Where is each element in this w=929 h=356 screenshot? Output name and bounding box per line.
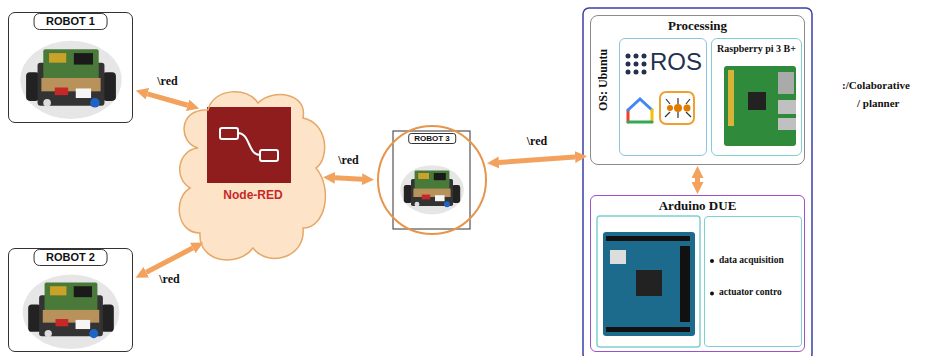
link-label: \red: [525, 135, 549, 149]
ros-dots: [626, 70, 631, 75]
node-title: Arduino DUE: [659, 199, 737, 214]
raspberry-board: [778, 118, 796, 130]
robot-photo: [400, 165, 464, 214]
ant-icon: [674, 104, 682, 112]
node-title: ROS: [650, 48, 702, 76]
photo-frame: [597, 216, 700, 347]
ros-dots: [626, 54, 647, 75]
node-title: ROBOT 1: [33, 13, 108, 30]
arduino-board: [636, 270, 662, 296]
arduino-board: [603, 232, 695, 336]
ros-dots: [626, 62, 631, 67]
node-red-logo: [238, 133, 260, 155]
raspberry-board: [778, 100, 796, 114]
side-note: :/Colaborative: [842, 79, 910, 92]
home-icon: [628, 99, 652, 122]
robot-box: ROBOT 2: [8, 248, 133, 352]
link-label: \red: [157, 273, 181, 287]
ant-icon: [660, 92, 694, 124]
processing-box: ProcessingOS: Ubuntu ROS Raspberry pi 3 B+: [590, 15, 805, 165]
arduino-board: [606, 236, 690, 241]
node-red-logo: [207, 107, 291, 183]
side-note: / planner: [857, 97, 899, 110]
robot-photo: [20, 41, 121, 119]
raspberry-board: [748, 92, 766, 110]
robot-box: ROBOT 1: [8, 12, 133, 123]
cloud-node: Node-RED: [178, 88, 328, 266]
node-red-logo: [220, 128, 238, 139]
link-arrow: [147, 94, 187, 105]
ros-dots: [634, 54, 639, 59]
cloud-outline: [178, 88, 328, 266]
home-icon: [628, 99, 652, 110]
arduino-board: [680, 246, 690, 322]
node-title: Node-RED: [223, 189, 282, 203]
raspberry-board: [778, 72, 794, 94]
bullet-dots: [710, 259, 714, 296]
link-arrow: [146, 248, 192, 272]
robot-circle: ROBOT 3: [377, 125, 487, 235]
link-arrow: [335, 178, 362, 179]
link-arrow: [695, 178, 700, 182]
hardware-box: Raspberry pi 3 B+: [711, 38, 802, 156]
link-label: \red: [336, 154, 360, 168]
cloud-outline: [179, 92, 325, 260]
bullet-dots: [710, 259, 714, 263]
home-icon: [627, 110, 630, 122]
raspberry-board: [728, 70, 734, 126]
node-title: data acquisition: [719, 255, 784, 266]
software-box: ROS: [619, 38, 707, 156]
node-title: ROBOT 2: [33, 249, 108, 266]
bullet-dots: [710, 292, 714, 296]
ant-icon: [684, 105, 691, 112]
node-red-logo: [207, 107, 291, 183]
home-icon: [628, 121, 652, 124]
ros-dots: [642, 62, 647, 67]
controller-box: Arduino DUE data acquisition actuator cont…: [590, 195, 805, 352]
feature-list: data acquisition actuator contro: [704, 216, 802, 347]
raspberry-board: [724, 66, 796, 146]
robot-photo: [23, 274, 120, 349]
home-icon: [651, 110, 654, 122]
ros-dots: [626, 54, 631, 59]
robot-frame: [393, 131, 470, 229]
circle-outline: [378, 126, 486, 234]
arduino-board: [610, 250, 626, 264]
cloud-fill: [179, 92, 325, 260]
ros-dots: [634, 70, 639, 75]
node-text: OS: Ubuntu: [597, 37, 611, 123]
ros-dots: [642, 54, 647, 59]
node-text: actuator contro: [719, 287, 782, 298]
raspberry-board: [724, 66, 796, 146]
link-arrow: [499, 157, 575, 162]
system-frame: [583, 8, 812, 356]
ant-icon: [660, 92, 694, 124]
arduino-board: [606, 327, 690, 332]
link-label: \red: [155, 75, 179, 89]
ant-icon: [667, 105, 673, 111]
node-title: ROBOT 3: [408, 133, 456, 144]
node-title: Processing: [668, 19, 727, 34]
arduino-board: [603, 232, 695, 336]
ros-dots: [634, 62, 639, 67]
ant-icon: [665, 98, 691, 118]
node-red-logo: [260, 150, 278, 161]
node-title: Raspberry pi 3 B+: [717, 43, 796, 55]
ros-dots: [642, 70, 647, 75]
